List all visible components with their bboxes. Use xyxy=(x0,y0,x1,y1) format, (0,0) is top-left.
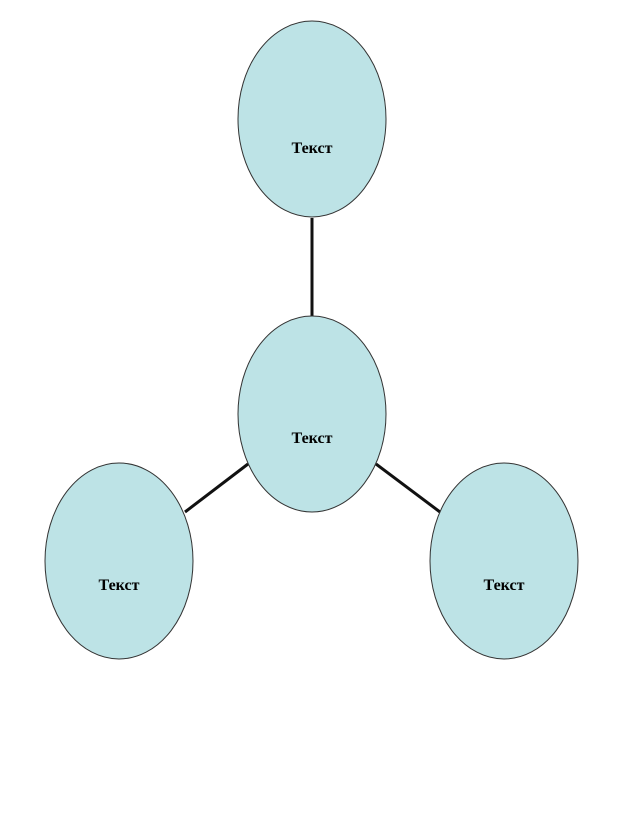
node-top-label: Текст xyxy=(292,140,333,157)
connector-center-left xyxy=(184,462,249,514)
node-left-ellipse xyxy=(44,462,194,660)
node-center-label: Текст xyxy=(292,430,333,447)
node-center-ellipse xyxy=(237,315,387,513)
node-center[interactable]: Текст xyxy=(237,315,387,513)
node-left[interactable]: Текст xyxy=(44,462,194,660)
node-right[interactable]: Текст xyxy=(429,462,579,660)
node-right-ellipse xyxy=(429,462,579,660)
node-right-label: Текст xyxy=(484,577,525,594)
node-top[interactable]: Текст xyxy=(237,20,387,218)
node-left-label: Текст xyxy=(99,577,140,594)
node-top-ellipse xyxy=(237,20,387,218)
connector-center-right xyxy=(375,462,441,514)
